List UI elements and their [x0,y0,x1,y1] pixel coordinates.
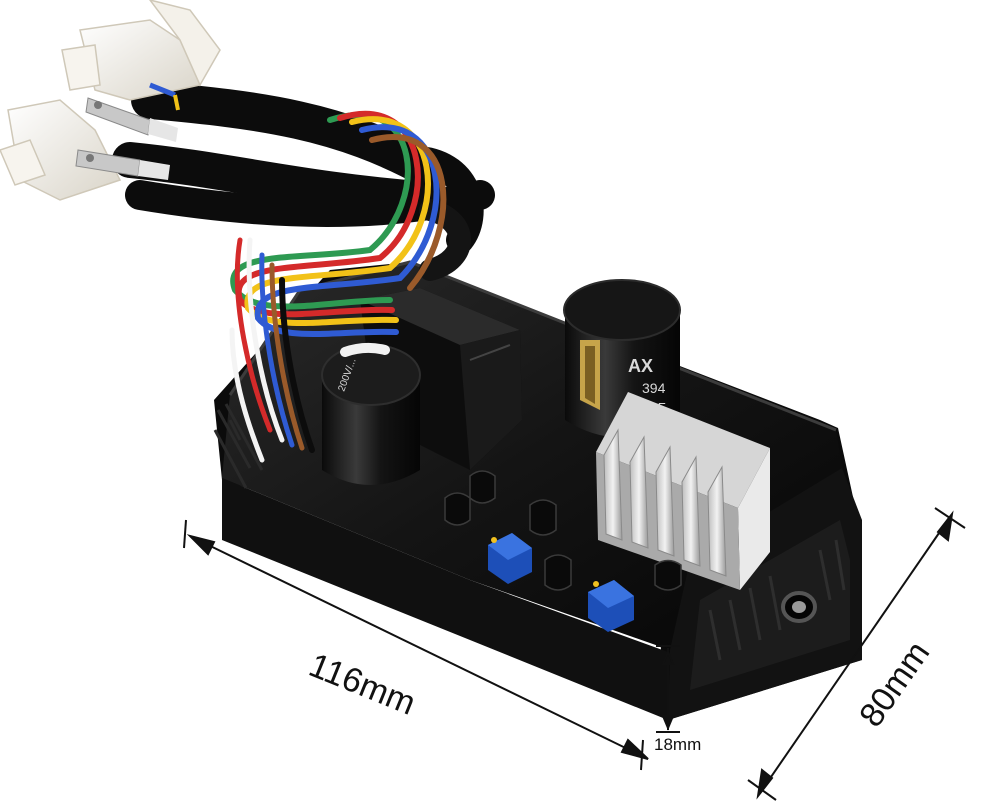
small-capacitor: 200V/... [321,342,421,485]
heatsink [596,392,770,590]
left-mount-ribs [213,403,264,489]
dimension-height-line [656,645,680,733]
height-dimension-label: 18mm [654,735,702,754]
mounting-ear [668,468,862,720]
connector-top [61,0,221,101]
large-capacitor-value: 394 [642,380,666,396]
connector-bottom [0,99,122,201]
transistors [444,470,682,591]
wiring-harness [112,81,495,463]
transformer-block [360,288,522,470]
trimmer-potentiometer-1 [488,533,532,584]
spade-terminals [75,82,180,180]
trimmer-potentiometer-2 [588,580,634,632]
dimension-width-line [747,507,966,801]
dimension-length-line [183,519,649,771]
large-capacitor-brand: AX [628,356,653,376]
